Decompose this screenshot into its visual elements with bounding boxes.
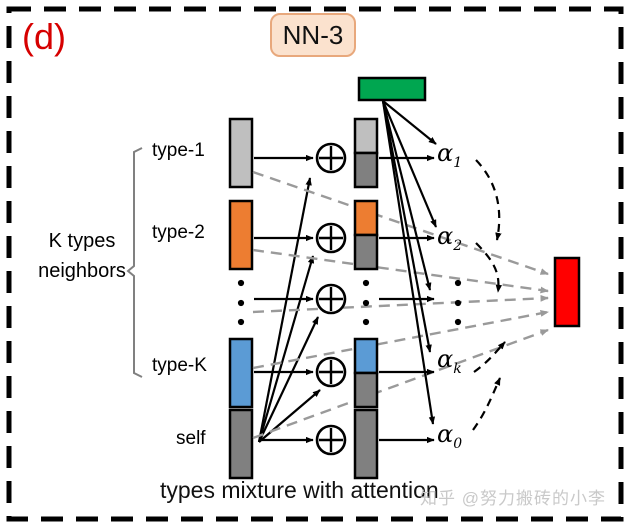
self-fanout-arrows — [257, 177, 321, 443]
k-types-line-1: K types — [48, 230, 116, 252]
operator-plus-3 — [315, 283, 347, 315]
operator-plus-5 — [315, 424, 347, 456]
arrow-self-to-plus-3 — [258, 316, 319, 443]
arrow-green-to-alpha-0 — [381, 100, 436, 425]
bar-self — [228, 408, 254, 480]
alpha-column-ellipsis — [454, 279, 462, 326]
alpha-k-sub: k — [453, 360, 462, 377]
input-bars-column — [228, 117, 254, 480]
arrow-alpha1-weight — [475, 159, 502, 241]
alpha-2-label: α2 — [437, 222, 462, 254]
mixed-bar-type-1 — [353, 117, 379, 189]
arrow-alphak-weight — [473, 341, 506, 373]
row-label-self: self — [176, 428, 206, 449]
mixed-bar-type-2 — [353, 199, 379, 271]
arrow-green-to-alpha-dots — [381, 100, 432, 291]
operator-circles — [315, 142, 347, 456]
skip-arrow-type-1 — [252, 170, 549, 276]
alpha-2-sub: 2 — [453, 237, 463, 254]
row-label-type-2: type-2 — [152, 222, 205, 243]
bar-type-2 — [228, 199, 254, 271]
input-column-ellipsis — [237, 279, 245, 326]
alpha-0-label: α0 — [437, 420, 462, 452]
operator-plus-1 — [315, 142, 347, 174]
mixed-bar-self — [353, 408, 379, 480]
mixed-column-ellipsis — [362, 279, 370, 326]
arrow-green-to-alpha-2 — [381, 100, 438, 228]
k-types-line-2: neighbors — [38, 260, 126, 282]
alpha-2-base: α — [437, 222, 454, 250]
alpha-1-sub: 1 — [453, 154, 463, 171]
mixed-bars-column — [353, 117, 379, 480]
alpha-0-sub: 0 — [453, 435, 463, 452]
nn3-output-vector — [357, 76, 427, 102]
alpha-0-base: α — [437, 420, 454, 448]
alpha-1-label: α1 — [437, 139, 462, 171]
watermark-text: 知乎 @努力搬砖的小李 — [420, 489, 606, 508]
arrow-alpha2-weight — [475, 242, 503, 293]
nn3-badge: NN-3 — [270, 13, 356, 57]
skip-arrow-type-2 — [252, 248, 549, 294]
bar-type-1 — [228, 117, 254, 189]
alpha-1-base: α — [437, 139, 454, 167]
skip-arrow-ellipsis — [252, 294, 549, 314]
k-types-bracket — [126, 147, 143, 378]
alpha-k-label: αk — [437, 345, 462, 377]
bar-to-operator-arrows — [254, 154, 314, 444]
figure-caption: types mixture with attention — [160, 477, 439, 503]
aggregated-output-vector — [553, 256, 581, 328]
panel-label: (d) — [22, 16, 66, 57]
skip-arrow-self — [252, 328, 549, 440]
arrow-alpha0-weight — [472, 377, 502, 431]
alpha-k-base: α — [437, 345, 454, 373]
arrow-green-to-alpha-1 — [382, 100, 437, 145]
mixed-bar-type-K — [353, 337, 379, 409]
alpha-weight-arrows — [472, 159, 506, 431]
arrow-self-to-plus-1 — [257, 177, 312, 443]
bar-type-K — [228, 337, 254, 409]
arrow-self-to-plus-4 — [258, 389, 321, 443]
operator-plus-2 — [315, 222, 347, 254]
attention-score-arrows — [381, 100, 438, 425]
nn3-badge-label: NN-3 — [282, 20, 344, 50]
operator-plus-4 — [315, 356, 347, 388]
arrow-self-to-plus-2 — [257, 255, 315, 443]
row-label-type-1: type-1 — [152, 140, 205, 161]
arrow-green-to-alpha-k — [381, 100, 432, 353]
k-types-neighbors-label: K types neighbors — [22, 226, 142, 286]
mixed-to-alpha-arrows — [379, 154, 435, 444]
skip-arrow-type-K — [252, 310, 549, 370]
row-label-type-K: type-K — [152, 355, 207, 376]
